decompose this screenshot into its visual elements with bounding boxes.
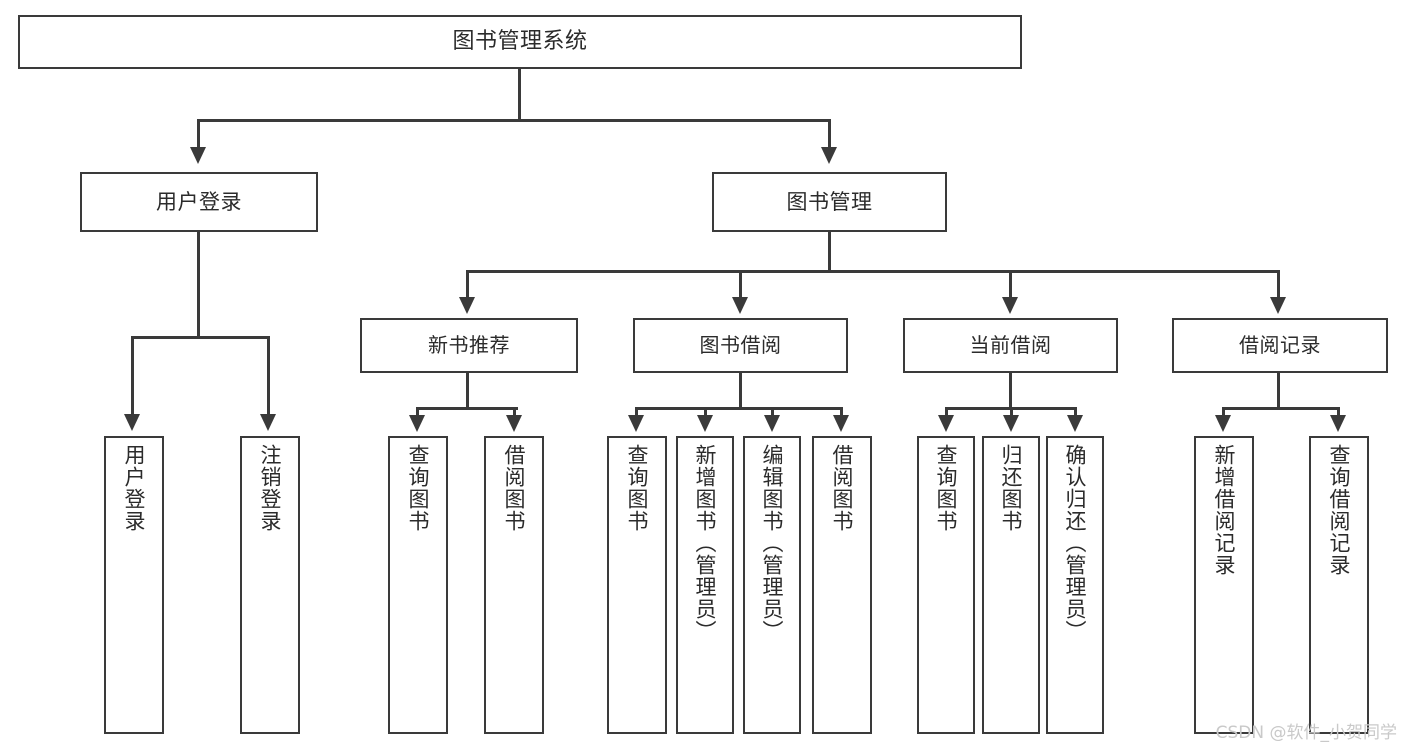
connector-borrow-record-leaf-2 xyxy=(1337,407,1340,419)
connector-current-borrow-leaf-2 xyxy=(1010,407,1013,419)
connector-root-bar xyxy=(197,119,831,122)
leaf-edit-book-admin[interactable]: 编辑图书（管理员） xyxy=(743,436,801,734)
arrowhead-leaf-borrow-book-1 xyxy=(506,415,522,432)
arrowhead-leaf-query-book-1 xyxy=(409,415,425,432)
node-label: 借阅图书 xyxy=(830,444,855,532)
connector-to-borrow-record xyxy=(1277,270,1280,300)
leaf-borrow-book-recommend[interactable]: 借阅图书 xyxy=(484,436,544,734)
node-label: 借阅记录 xyxy=(1239,333,1321,357)
arrowhead-current-borrow xyxy=(1002,297,1018,314)
connector-root-stem xyxy=(518,69,521,121)
connector-user-login-stem xyxy=(197,232,200,338)
node-label: 新增借阅记录 xyxy=(1212,444,1237,576)
connector-root-to-user-login xyxy=(197,119,200,149)
arrowhead-book-borrow xyxy=(732,297,748,314)
arrowhead-new-book-recommend xyxy=(459,297,475,314)
connector-book-borrow-leaf-4 xyxy=(840,407,843,419)
node-label: 图书借阅 xyxy=(699,333,782,357)
connector-user-login-leaf-2 xyxy=(267,336,270,418)
node-label: 当前借阅 xyxy=(969,333,1052,357)
connector-borrow-record-stem xyxy=(1277,373,1280,409)
node-label: 新增图书（管理员） xyxy=(693,444,718,642)
node-label: 查询图书 xyxy=(625,444,650,532)
node-label: 查询图书 xyxy=(406,444,431,532)
leaf-borrow-book[interactable]: 借阅图书 xyxy=(812,436,872,734)
node-book-management[interactable]: 图书管理 xyxy=(712,172,947,232)
leaf-add-borrow-record[interactable]: 新增借阅记录 xyxy=(1194,436,1254,734)
connector-current-borrow-stem xyxy=(1009,373,1012,409)
arrowhead-leaf-query-record xyxy=(1330,415,1346,432)
node-label: 图书管理 xyxy=(786,189,873,214)
arrowhead-leaf-edit-book xyxy=(764,415,780,432)
node-user-login[interactable]: 用户登录 xyxy=(80,172,318,232)
node-label: 查询借阅记录 xyxy=(1327,444,1352,576)
arrowhead-book-mgmt xyxy=(821,147,837,164)
node-label: 查询图书 xyxy=(934,444,959,532)
connector-current-borrow-leaf-3 xyxy=(1074,407,1077,419)
arrowhead-leaf-user-login xyxy=(124,414,140,431)
arrowhead-leaf-return-book xyxy=(1003,415,1019,432)
arrowhead-leaf-logout xyxy=(260,414,276,431)
connector-book-borrow-stem xyxy=(739,373,742,409)
node-current-borrow[interactable]: 当前借阅 xyxy=(903,318,1118,373)
leaf-confirm-return-admin[interactable]: 确认归还（管理员） xyxy=(1046,436,1104,734)
arrowhead-leaf-add-record xyxy=(1215,415,1231,432)
leaf-user-login[interactable]: 用户登录 xyxy=(104,436,164,734)
connector-current-borrow-leaf-1 xyxy=(945,407,948,419)
connector-to-new-book xyxy=(466,270,469,300)
arrowhead-leaf-query-book-2 xyxy=(628,415,644,432)
leaf-query-borrow-record[interactable]: 查询借阅记录 xyxy=(1309,436,1369,734)
connector-borrow-record-bar xyxy=(1222,407,1340,410)
node-label: 用户登录 xyxy=(156,189,242,214)
leaf-query-book-current[interactable]: 查询图书 xyxy=(917,436,975,734)
connector-user-login-bar xyxy=(131,336,269,339)
node-root-system[interactable]: 图书管理系统 xyxy=(18,15,1022,69)
leaf-query-book-recommend[interactable]: 查询图书 xyxy=(388,436,448,734)
leaf-add-book-admin[interactable]: 新增图书（管理员） xyxy=(676,436,734,734)
node-label: 注销登录 xyxy=(258,444,283,532)
node-label: 确认归还（管理员） xyxy=(1063,444,1088,642)
node-label: 归还图书 xyxy=(999,444,1024,532)
connector-borrow-record-leaf-1 xyxy=(1222,407,1225,419)
arrowhead-leaf-confirm-return xyxy=(1067,415,1083,432)
node-new-book-recommend[interactable]: 新书推荐 xyxy=(360,318,578,373)
node-label: 借阅图书 xyxy=(502,444,527,532)
connector-book-borrow-bar xyxy=(635,407,843,410)
watermark: CSDN @软件_小贺同学 xyxy=(1215,723,1397,743)
leaf-logout[interactable]: 注销登录 xyxy=(240,436,300,734)
arrowhead-leaf-add-book xyxy=(697,415,713,432)
connector-user-login-leaf-1 xyxy=(131,336,134,418)
leaf-return-book[interactable]: 归还图书 xyxy=(982,436,1040,734)
connector-book-borrow-leaf-3 xyxy=(771,407,774,419)
node-label: 编辑图书（管理员） xyxy=(760,444,785,642)
node-label: 图书管理系统 xyxy=(452,29,588,55)
connector-level2-bar xyxy=(466,270,1280,273)
node-book-borrow[interactable]: 图书借阅 xyxy=(633,318,848,373)
connector-new-book-bar xyxy=(416,407,518,410)
connector-root-to-book-mgmt xyxy=(828,119,831,149)
node-label: 用户登录 xyxy=(122,444,147,532)
connector-book-mgmt-stem xyxy=(828,232,831,272)
arrowhead-borrow-record xyxy=(1270,297,1286,314)
arrowhead-leaf-query-book-3 xyxy=(938,415,954,432)
arrowhead-leaf-borrow-book-2 xyxy=(833,415,849,432)
arrowhead-user-login xyxy=(190,147,206,164)
connector-book-borrow-leaf-1 xyxy=(635,407,638,419)
connector-new-book-leaf-1 xyxy=(416,407,419,419)
connector-new-book-leaf-2 xyxy=(513,407,516,419)
connector-new-book-stem xyxy=(466,373,469,409)
connector-book-borrow-leaf-2 xyxy=(704,407,707,419)
node-borrow-record[interactable]: 借阅记录 xyxy=(1172,318,1388,373)
connector-to-current-borrow xyxy=(1009,270,1012,300)
leaf-query-book-borrow[interactable]: 查询图书 xyxy=(607,436,667,734)
node-label: 新书推荐 xyxy=(428,333,510,357)
connector-to-book-borrow xyxy=(739,270,742,300)
